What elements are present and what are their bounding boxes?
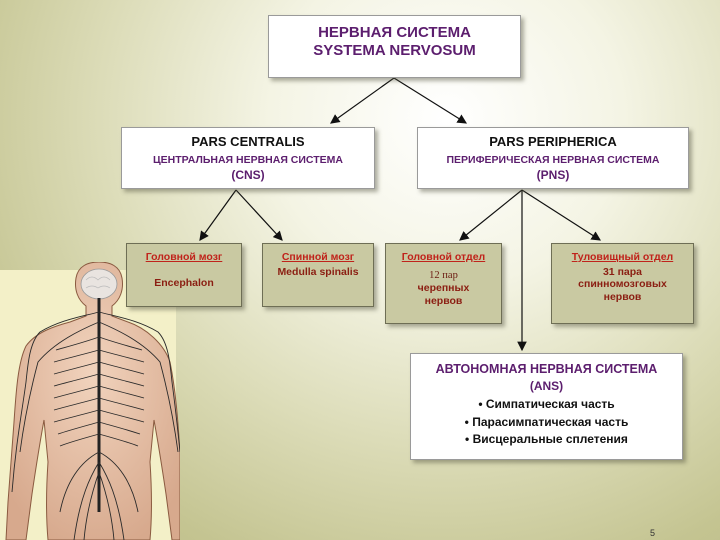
peripherica-latin: PARS PERIPHERICA	[489, 134, 617, 149]
ans-abbr: (ANS)	[529, 379, 564, 393]
trunk-section-line3: нервов	[603, 290, 642, 303]
brain-box: Головной мозг Encephalon	[126, 243, 242, 307]
arrow-centralis-to-spinal	[235, 189, 283, 241]
trunk-section-line2: спинномозговых	[578, 278, 667, 291]
peripherica-abbr: (PNS)	[536, 168, 570, 183]
title-line1: НЕРВНАЯ СИСТЕМА	[318, 24, 471, 41]
page-number: 5	[650, 528, 656, 538]
spinal-latin: Medulla spinalis	[277, 265, 359, 278]
ans-item-visceral: • Висцеральные сплетения	[465, 432, 628, 447]
arrow-peripherica-to-head	[459, 189, 523, 241]
centralis-russian: ЦЕНТРАЛЬНАЯ НЕРВНАЯ СИСТЕМА	[152, 153, 343, 166]
peripherica-russian: ПЕРИФЕРИЧЕСКАЯ НЕРВНАЯ СИСТЕМА	[446, 153, 660, 166]
head-section-line3: нервов	[424, 294, 463, 307]
arrow-title-to-peripherica	[393, 77, 468, 124]
brain-label: Головной мозг	[145, 251, 223, 263]
head-section-count: 12 пар	[429, 269, 458, 281]
pars-peripherica-box: PARS PERIPHERICA ПЕРИФЕРИЧЕСКАЯ НЕРВНАЯ …	[417, 127, 689, 189]
trunk-section-count: 31 пара	[602, 265, 643, 278]
trunk-section-label: Туловищный отдел	[571, 251, 674, 263]
head-section-line2: черепных	[417, 282, 470, 295]
arrow-centralis-to-brain	[199, 189, 237, 241]
trunk-section-box: Туловищный отдел 31 пара спинномозговых …	[551, 243, 694, 324]
ans-box: АВТОНОМНАЯ НЕРВНАЯ СИСТЕМА (ANS) • Симпа…	[410, 353, 683, 460]
nervous-system-figure	[5, 262, 180, 540]
title-line2: SYSTEMA NERVOSUM	[313, 42, 476, 59]
centralis-latin: PARS CENTRALIS	[191, 134, 305, 149]
title-box: НЕРВНАЯ СИСТЕМА SYSTEMA NERVOSUM	[268, 15, 521, 78]
ans-item-parasympathetic: • Парасимпатическая часть	[464, 414, 629, 429]
spinal-label: Спинной мозг	[281, 251, 355, 263]
brain-latin: Encephalon	[154, 276, 214, 289]
pars-centralis-box: PARS CENTRALIS ЦЕНТРАЛЬНАЯ НЕРВНАЯ СИСТЕ…	[121, 127, 375, 189]
head-section-label: Головной отдел	[401, 251, 486, 263]
ans-item-sympathetic: • Симпатическая часть	[478, 397, 615, 412]
spinal-cord-box: Спинной мозг Medulla spinalis	[262, 243, 374, 307]
ans-title: АВТОНОМНАЯ НЕРВНАЯ СИСТЕМА	[435, 362, 658, 376]
centralis-abbr: (CNS)	[231, 168, 265, 183]
arrow-peripherica-to-trunk	[521, 189, 602, 241]
head-section-box: Головной отдел 12 пар черепных нервов	[385, 243, 502, 324]
arrow-title-to-centralis	[330, 77, 395, 124]
